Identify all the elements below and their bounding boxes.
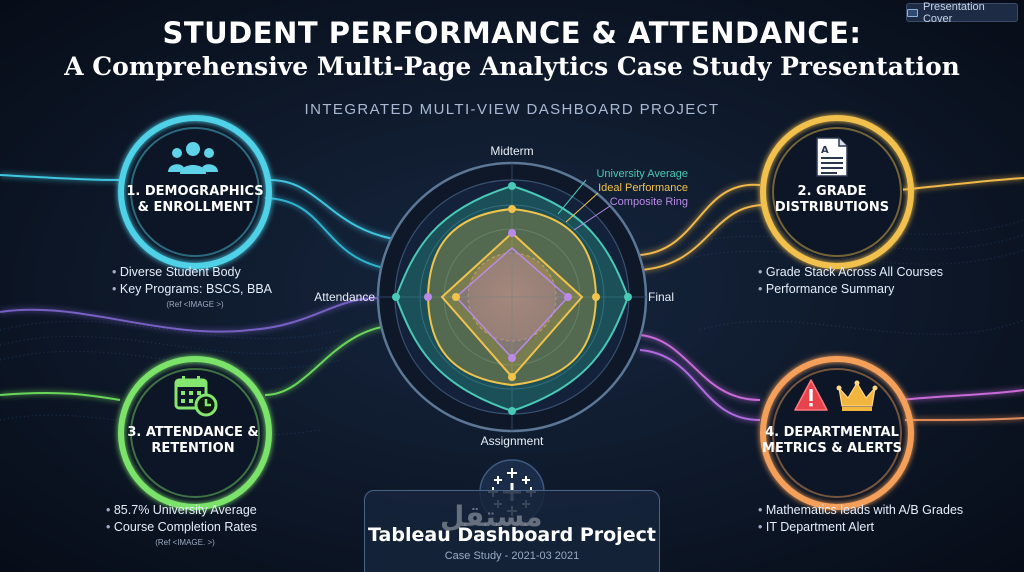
list-item: Course Completion Rates bbox=[106, 519, 326, 536]
legend-item-ideal-performance: Ideal Performance bbox=[598, 182, 688, 194]
section-ring-3 bbox=[118, 356, 272, 510]
section-2-title: 2. GRADE DISTRIBUTIONS bbox=[762, 184, 902, 216]
section-1-title-line2: & ENROLLMENT bbox=[137, 200, 253, 215]
list-item: Performance Summary bbox=[758, 281, 988, 298]
connector-line bbox=[899, 177, 1024, 191]
watermark: مستقل bbox=[440, 501, 543, 532]
legend-item-university-average: University Average bbox=[596, 168, 688, 180]
connector-line bbox=[639, 204, 766, 271]
radar-series-ideal-performance bbox=[426, 207, 598, 387]
section-4-title-line1: 4. DEPARTMENTAL bbox=[765, 425, 899, 440]
page-title: STUDENT PERFORMANCE & ATTENDANCE: bbox=[162, 16, 862, 50]
section-4-title: 4. DEPARTMENTAL METRICS & ALERTS bbox=[757, 425, 907, 457]
connector-line bbox=[0, 391, 121, 401]
slides-icon bbox=[907, 8, 918, 17]
connector-line bbox=[269, 179, 401, 241]
section-3-title: 3. ATTENDANCE & RETENTION bbox=[118, 425, 268, 457]
alert-triangle-icon bbox=[794, 379, 828, 411]
section-2-title-line1: 2. GRADE bbox=[797, 184, 867, 199]
section-1-title-line1: 1. DEMOGRAPHICS bbox=[126, 184, 264, 199]
radar-axis-midterm: Midterm bbox=[490, 144, 534, 158]
calendar-clock-icon bbox=[174, 376, 218, 417]
section-1-bullets: Diverse Student Body Key Programs: BSCS,… bbox=[112, 264, 332, 298]
connector-line bbox=[639, 183, 761, 256]
section-2-title-line2: DISTRIBUTIONS bbox=[774, 200, 890, 215]
section-1-ref: (Ref <IMAGE >) bbox=[166, 300, 224, 309]
radar-chart bbox=[376, 161, 648, 433]
footer-title: Tableau Dashboard Project bbox=[368, 524, 656, 546]
connector-line bbox=[264, 197, 396, 271]
list-item: 85.7% University Average bbox=[106, 502, 326, 519]
document-icon: A bbox=[816, 137, 848, 177]
connector-line bbox=[0, 297, 396, 333]
section-4-title-line2: METRICS & ALERTS bbox=[762, 441, 902, 456]
list-item: IT Department Alert bbox=[758, 519, 1008, 536]
footer-card bbox=[364, 490, 660, 572]
connector-line bbox=[0, 174, 121, 181]
legend-item-composite-ring: Composite Ring bbox=[609, 196, 688, 208]
section-3-ref: (Ref <IMAGE. >) bbox=[155, 538, 215, 547]
connector-line bbox=[639, 334, 761, 401]
crown-icon bbox=[836, 380, 878, 411]
section-4-bullets: Mathematics leads with A/B Grades IT Dep… bbox=[758, 502, 1008, 536]
connector-line bbox=[264, 324, 396, 396]
section-3-title-line1: 3. ATTENDANCE & bbox=[127, 425, 259, 440]
users-icon bbox=[168, 142, 218, 174]
radar-axis-assignment: Assignment bbox=[480, 434, 544, 448]
list-item: Key Programs: BSCS, BBA bbox=[112, 281, 332, 298]
presentation-cover-badge[interactable]: Presentation Cover bbox=[906, 0, 1018, 25]
project-kicker: INTEGRATED MULTI-VIEW DASHBOARD PROJECT bbox=[304, 101, 720, 118]
list-item: Diverse Student Body bbox=[112, 264, 332, 281]
connector-line bbox=[904, 417, 1024, 421]
radar-axis-final: Final bbox=[648, 290, 675, 304]
section-3-title-line2: RETENTION bbox=[151, 441, 235, 456]
page-subtitle: A Comprehensive Multi-Page Analytics Cas… bbox=[64, 52, 960, 81]
badge-label: Presentation Cover bbox=[922, 0, 985, 25]
section-1-title: 1. DEMOGRAPHICS & ENROLLMENT bbox=[120, 184, 270, 216]
connector-line bbox=[639, 349, 761, 421]
radar-marker-group bbox=[392, 182, 632, 415]
connector-line bbox=[899, 389, 1024, 401]
section-2-bullets: Grade Stack Across All Courses Performan… bbox=[758, 264, 988, 298]
section-3-bullets: 85.7% University Average Course Completi… bbox=[106, 502, 326, 536]
radar-axis-attendance: Attendance bbox=[314, 290, 375, 304]
radar-legend: University Average Ideal Performance Com… bbox=[560, 167, 688, 209]
svg-text:A: A bbox=[821, 145, 829, 156]
list-item: Grade Stack Across All Courses bbox=[758, 264, 988, 281]
list-item: Mathematics leads with A/B Grades bbox=[758, 502, 1008, 519]
footer-subtitle: Case Study - 2021-03 2021 bbox=[444, 550, 580, 562]
